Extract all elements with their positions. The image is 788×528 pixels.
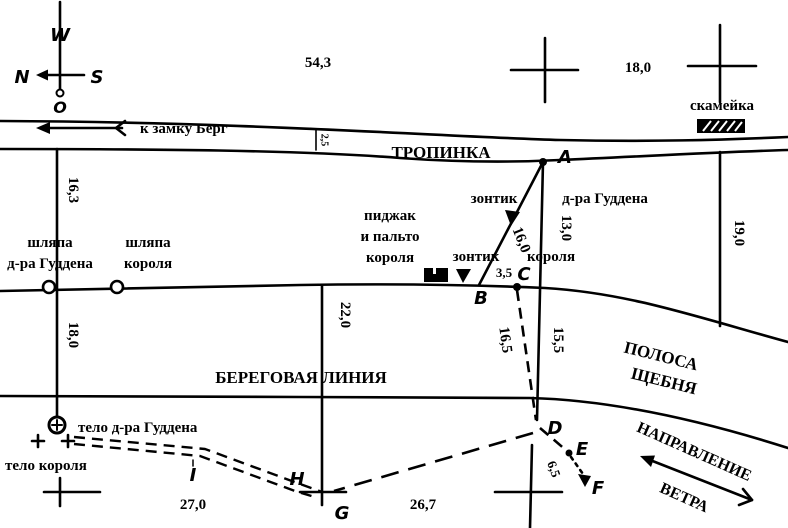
- bench-icon: [697, 119, 745, 133]
- king-umbrella-label: зонтик: [453, 249, 500, 265]
- arrow-tail-icon: [114, 119, 127, 137]
- bench-label: скамейка: [690, 98, 755, 114]
- compass-east-label: O: [53, 98, 67, 117]
- compass: W N S O: [14, 0, 104, 117]
- point-f-label: F: [592, 478, 605, 499]
- to-castle-arrow: [36, 119, 127, 137]
- path-lower-edge: [0, 147, 788, 163]
- reference-cross-top-right: [686, 23, 758, 104]
- line-c-d: [515, 289, 538, 421]
- coat-label: пиджак: [364, 208, 416, 224]
- reference-cross-bottom-right: [493, 443, 564, 528]
- distance-label: 6,5: [544, 459, 564, 480]
- king-body-marker: [30, 433, 76, 449]
- wind-direction-arrow: [640, 455, 754, 507]
- coat-label: короля: [366, 250, 414, 266]
- wind-arrow-tail-icon: [737, 487, 754, 507]
- distance-label: 27,0: [180, 497, 206, 513]
- point-f-marker: [578, 474, 591, 487]
- point-b-label: B: [474, 288, 488, 309]
- wind-arrowhead-icon: [640, 455, 655, 467]
- gudden-hat-label: шляпа: [27, 235, 73, 251]
- items-line: [0, 283, 788, 344]
- drag-trail-upper: [73, 435, 323, 494]
- point-i-label: I: [190, 465, 197, 486]
- distance-label: 22,0: [337, 302, 353, 328]
- distance-label: 18,0: [65, 322, 81, 348]
- compass-north-label: N: [14, 67, 29, 88]
- gudden-umbrella-label: зонтик: [471, 191, 518, 207]
- gudden-hat-icon: [41, 279, 57, 295]
- king-umbrella-icon: [456, 269, 471, 283]
- path-label: ТРОПИНКА: [391, 143, 491, 162]
- coat-label: и пальто: [360, 229, 419, 245]
- point-a-label: A: [556, 147, 572, 168]
- coat-icon: [424, 268, 448, 282]
- distance-label: 18,0: [625, 60, 651, 76]
- gudden-body-label: тело д-ра Гуддена: [78, 420, 198, 436]
- distance-label: 13,0: [558, 215, 574, 241]
- distance-label: 16,3: [65, 177, 81, 203]
- point-c-label: C: [517, 264, 531, 285]
- king-hat-label: короля: [124, 256, 172, 272]
- distance-label: 2,5: [319, 134, 330, 147]
- line-e-f: [569, 455, 585, 476]
- reference-cross-top-center: [509, 36, 580, 104]
- point-c-marker: [513, 283, 521, 291]
- line-d-g: [333, 431, 534, 493]
- cross-vertical: [528, 443, 534, 528]
- king-umbrella-label: короля: [527, 249, 575, 265]
- king-hat-icon: [109, 279, 125, 295]
- wind-arrow-shaft: [648, 458, 754, 502]
- point-e-label: E: [576, 439, 589, 460]
- compass-arrowhead-icon: [36, 69, 48, 81]
- point-a-marker: [539, 158, 547, 166]
- point-h-label: H: [289, 469, 304, 490]
- arrow-left-icon: [36, 122, 50, 134]
- point-e-marker: [565, 449, 573, 457]
- shoreline: [0, 394, 788, 450]
- to-castle-label: к замку Берг: [140, 121, 228, 137]
- shoreline-label: БЕРЕГОВАЯ ЛИНИЯ: [215, 368, 387, 387]
- point-d-label: D: [548, 418, 563, 439]
- compass-west-label: W: [50, 25, 71, 46]
- gudden-hat-label: д-ра Гуддена: [7, 256, 93, 272]
- path-upper-edge: [0, 119, 788, 143]
- reference-cross-bottom-left: [42, 476, 102, 508]
- compass-end-marker: [55, 88, 65, 98]
- distance-label: 26,7: [410, 497, 437, 513]
- compass-south-label: S: [91, 67, 104, 88]
- gudden-umbrella-icon: [505, 210, 520, 226]
- distance-label: 54,3: [305, 55, 331, 71]
- line-d-e: [539, 427, 568, 452]
- line-a-d: [535, 160, 545, 422]
- distance-label: 16,5: [495, 326, 514, 354]
- point-g-label: G: [335, 503, 350, 524]
- king-body-label: тело короля: [5, 458, 87, 474]
- king-hat-label: шляпа: [125, 235, 171, 251]
- distance-label: 19,0: [731, 220, 747, 246]
- distance-label: 3,5: [496, 265, 513, 280]
- gudden-body-marker: [47, 415, 67, 435]
- drag-trail-lower: [73, 442, 319, 500]
- distance-label: 15,5: [550, 327, 566, 353]
- gudden-umbrella-label: д-ра Гуддена: [562, 191, 648, 207]
